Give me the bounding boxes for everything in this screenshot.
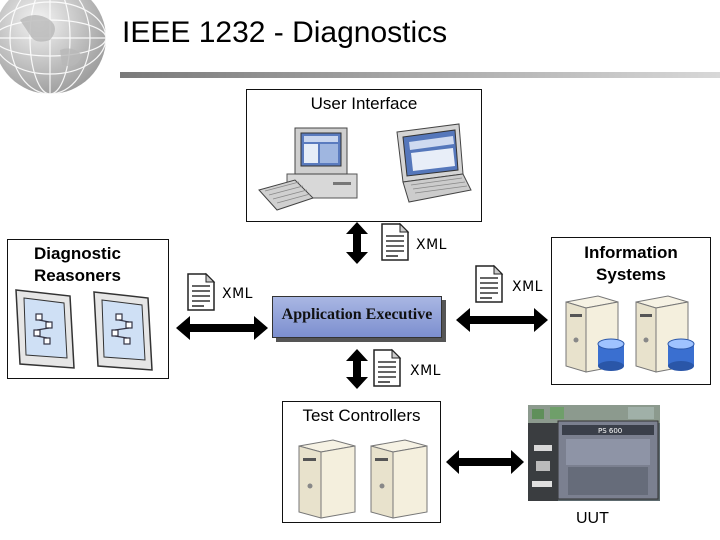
information-systems-box: Information Systems (551, 237, 711, 385)
uut-label: UUT (576, 510, 609, 527)
globe-icon (0, 0, 107, 95)
xml-label-top: XML (416, 237, 447, 253)
server-icon (370, 439, 428, 519)
test-equipment-icon: PS 600 (528, 405, 660, 501)
double-arrow-icon (176, 316, 268, 340)
double-arrow-icon (446, 450, 524, 474)
user-interface-box: User Interface (246, 89, 482, 222)
document-icon (187, 272, 216, 311)
server-icon (298, 439, 356, 519)
diagnostic-reasoners-label: Diagnostic Reasoners (34, 244, 121, 285)
test-controllers-box: Test Controllers (282, 401, 441, 523)
document-icon (373, 348, 402, 387)
document-icon (381, 222, 410, 261)
user-interface-label: User Interface (310, 94, 418, 113)
title-rule (120, 72, 720, 78)
test-controllers-label: Test Controllers (302, 406, 421, 425)
application-executive-label: Application Executive (281, 306, 433, 323)
desktop-computer-icon (258, 127, 358, 211)
xml-label-right: XML (512, 279, 543, 295)
monitor-icon (15, 289, 75, 369)
application-executive-box: Application Executive (272, 296, 442, 338)
information-systems-label: Information Systems (584, 243, 678, 284)
document-icon (475, 264, 504, 303)
xml-label-left: XML (222, 286, 253, 302)
double-arrow-icon (456, 308, 548, 332)
laptop-icon (396, 123, 472, 203)
double-arrow-icon (346, 349, 368, 389)
database-icon (667, 338, 695, 371)
monitor-icon (93, 291, 153, 371)
uut-device-label: PS 600 (598, 427, 622, 435)
diagnostic-reasoners-box: Diagnostic Reasoners (7, 239, 169, 379)
xml-label-bottom: XML (410, 363, 441, 379)
database-icon (597, 338, 625, 371)
double-arrow-icon (346, 222, 368, 264)
page-title: IEEE 1232 - Diagnostics (122, 16, 448, 49)
